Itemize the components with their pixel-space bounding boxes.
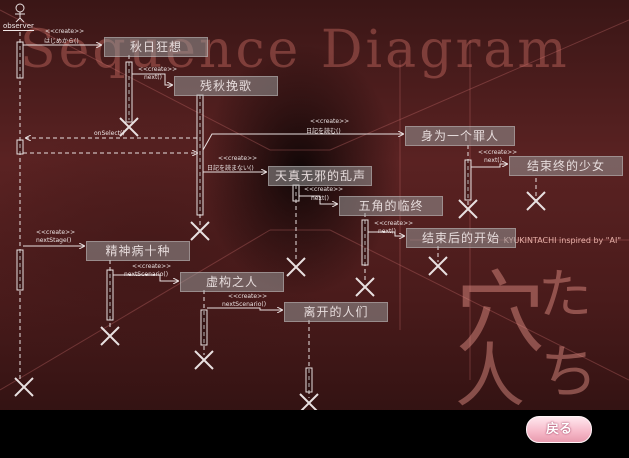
message-label: nextScenario() <box>222 301 267 308</box>
scene-box-autumn-fantasy[interactable]: 秋日狂想 <box>104 37 208 57</box>
kanji-art-chi: ち <box>540 338 599 406</box>
scene-box-late-autumn-elegy[interactable]: 残秋挽歌 <box>174 76 278 96</box>
destroy-mark <box>14 377 34 397</box>
scene-box-innocent-noise[interactable]: 天真无邪的乱声 <box>268 166 372 186</box>
stereotype-label: <<create>> <box>138 66 178 73</box>
scene-box-beginning-after-end[interactable]: 结束后的开始 <box>406 228 516 248</box>
message-label: 日記を読む() <box>306 128 341 135</box>
stereotype-label: <<create>> <box>45 28 85 35</box>
message-label: nextStage() <box>36 237 72 244</box>
message-label: next() <box>378 228 396 235</box>
message-label: next() <box>484 157 502 164</box>
message-label: はじめから() <box>44 38 79 45</box>
scene-box-departing-people[interactable]: 离开的人们 <box>284 302 388 322</box>
destroy-mark <box>194 350 214 370</box>
scene-box-pentagon-deathbed[interactable]: 五角的临终 <box>339 196 443 216</box>
kanji-art-ta: た <box>538 263 592 326</box>
message-label: 日記を読まない() <box>207 165 254 172</box>
sequence-diagram <box>14 3 546 410</box>
back-button[interactable]: 戻る <box>526 416 592 443</box>
stereotype-label: <<create>> <box>36 229 76 236</box>
stereotype-label: <<create>> <box>218 155 258 162</box>
stereotype-label: <<create>> <box>228 293 268 300</box>
kanji-art-hito: 人 <box>455 335 525 417</box>
destroy-mark <box>119 117 139 137</box>
stereotype-label: <<create>> <box>132 263 172 270</box>
destroy-mark <box>286 257 306 277</box>
scene-box-girl-of-the-end[interactable]: 结束终的少女 <box>509 156 623 176</box>
stereotype-label: <<create>> <box>478 149 518 156</box>
message-label: nextScenario() <box>124 271 169 278</box>
stereotype-label: <<create>> <box>304 186 344 193</box>
stereotype-label: <<create>> <box>374 220 414 227</box>
destroy-mark <box>100 326 120 346</box>
actor-label: observer <box>3 22 34 31</box>
actor-icon <box>15 3 25 13</box>
message-label: next() <box>311 195 329 202</box>
stereotype-label: <<create>> <box>310 118 350 125</box>
scene-box-as-a-sinner[interactable]: 身为一个罪人 <box>405 126 515 146</box>
scene-box-ten-mental-illnesses[interactable]: 精神病十种 <box>86 241 190 261</box>
destroy-mark <box>190 221 210 241</box>
destroy-mark <box>299 393 319 410</box>
destroy-mark <box>428 256 448 276</box>
message-label: next() <box>144 74 162 81</box>
destroy-mark <box>355 277 375 297</box>
scene-box-fictional-person[interactable]: 虚构之人 <box>180 272 284 292</box>
destroy-mark <box>458 199 478 219</box>
corridor-background <box>0 9 629 391</box>
destroy-mark <box>526 191 546 211</box>
kanji-art-ana: 穴 <box>455 261 545 366</box>
footer-bar <box>0 410 629 458</box>
credit-text: KYUKINTACHI inspired by "AI" <box>503 236 621 245</box>
message-label: onSelect() <box>94 130 125 137</box>
